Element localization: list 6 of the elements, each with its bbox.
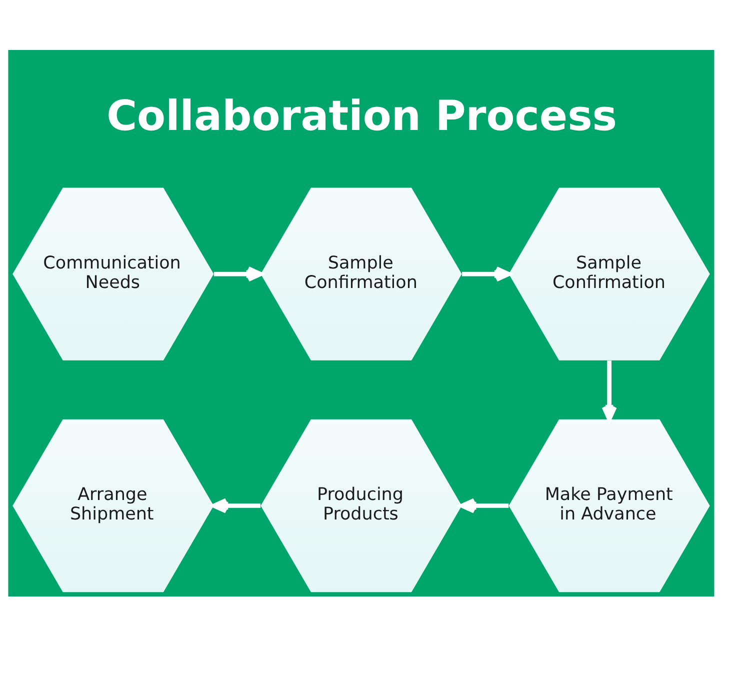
- arrow: [214, 266, 263, 282]
- arrow: [212, 498, 261, 514]
- arrow: [602, 360, 617, 422]
- arrow: [460, 498, 509, 514]
- diagram-title: Collaboration Process: [106, 91, 617, 140]
- arrow: [462, 266, 511, 282]
